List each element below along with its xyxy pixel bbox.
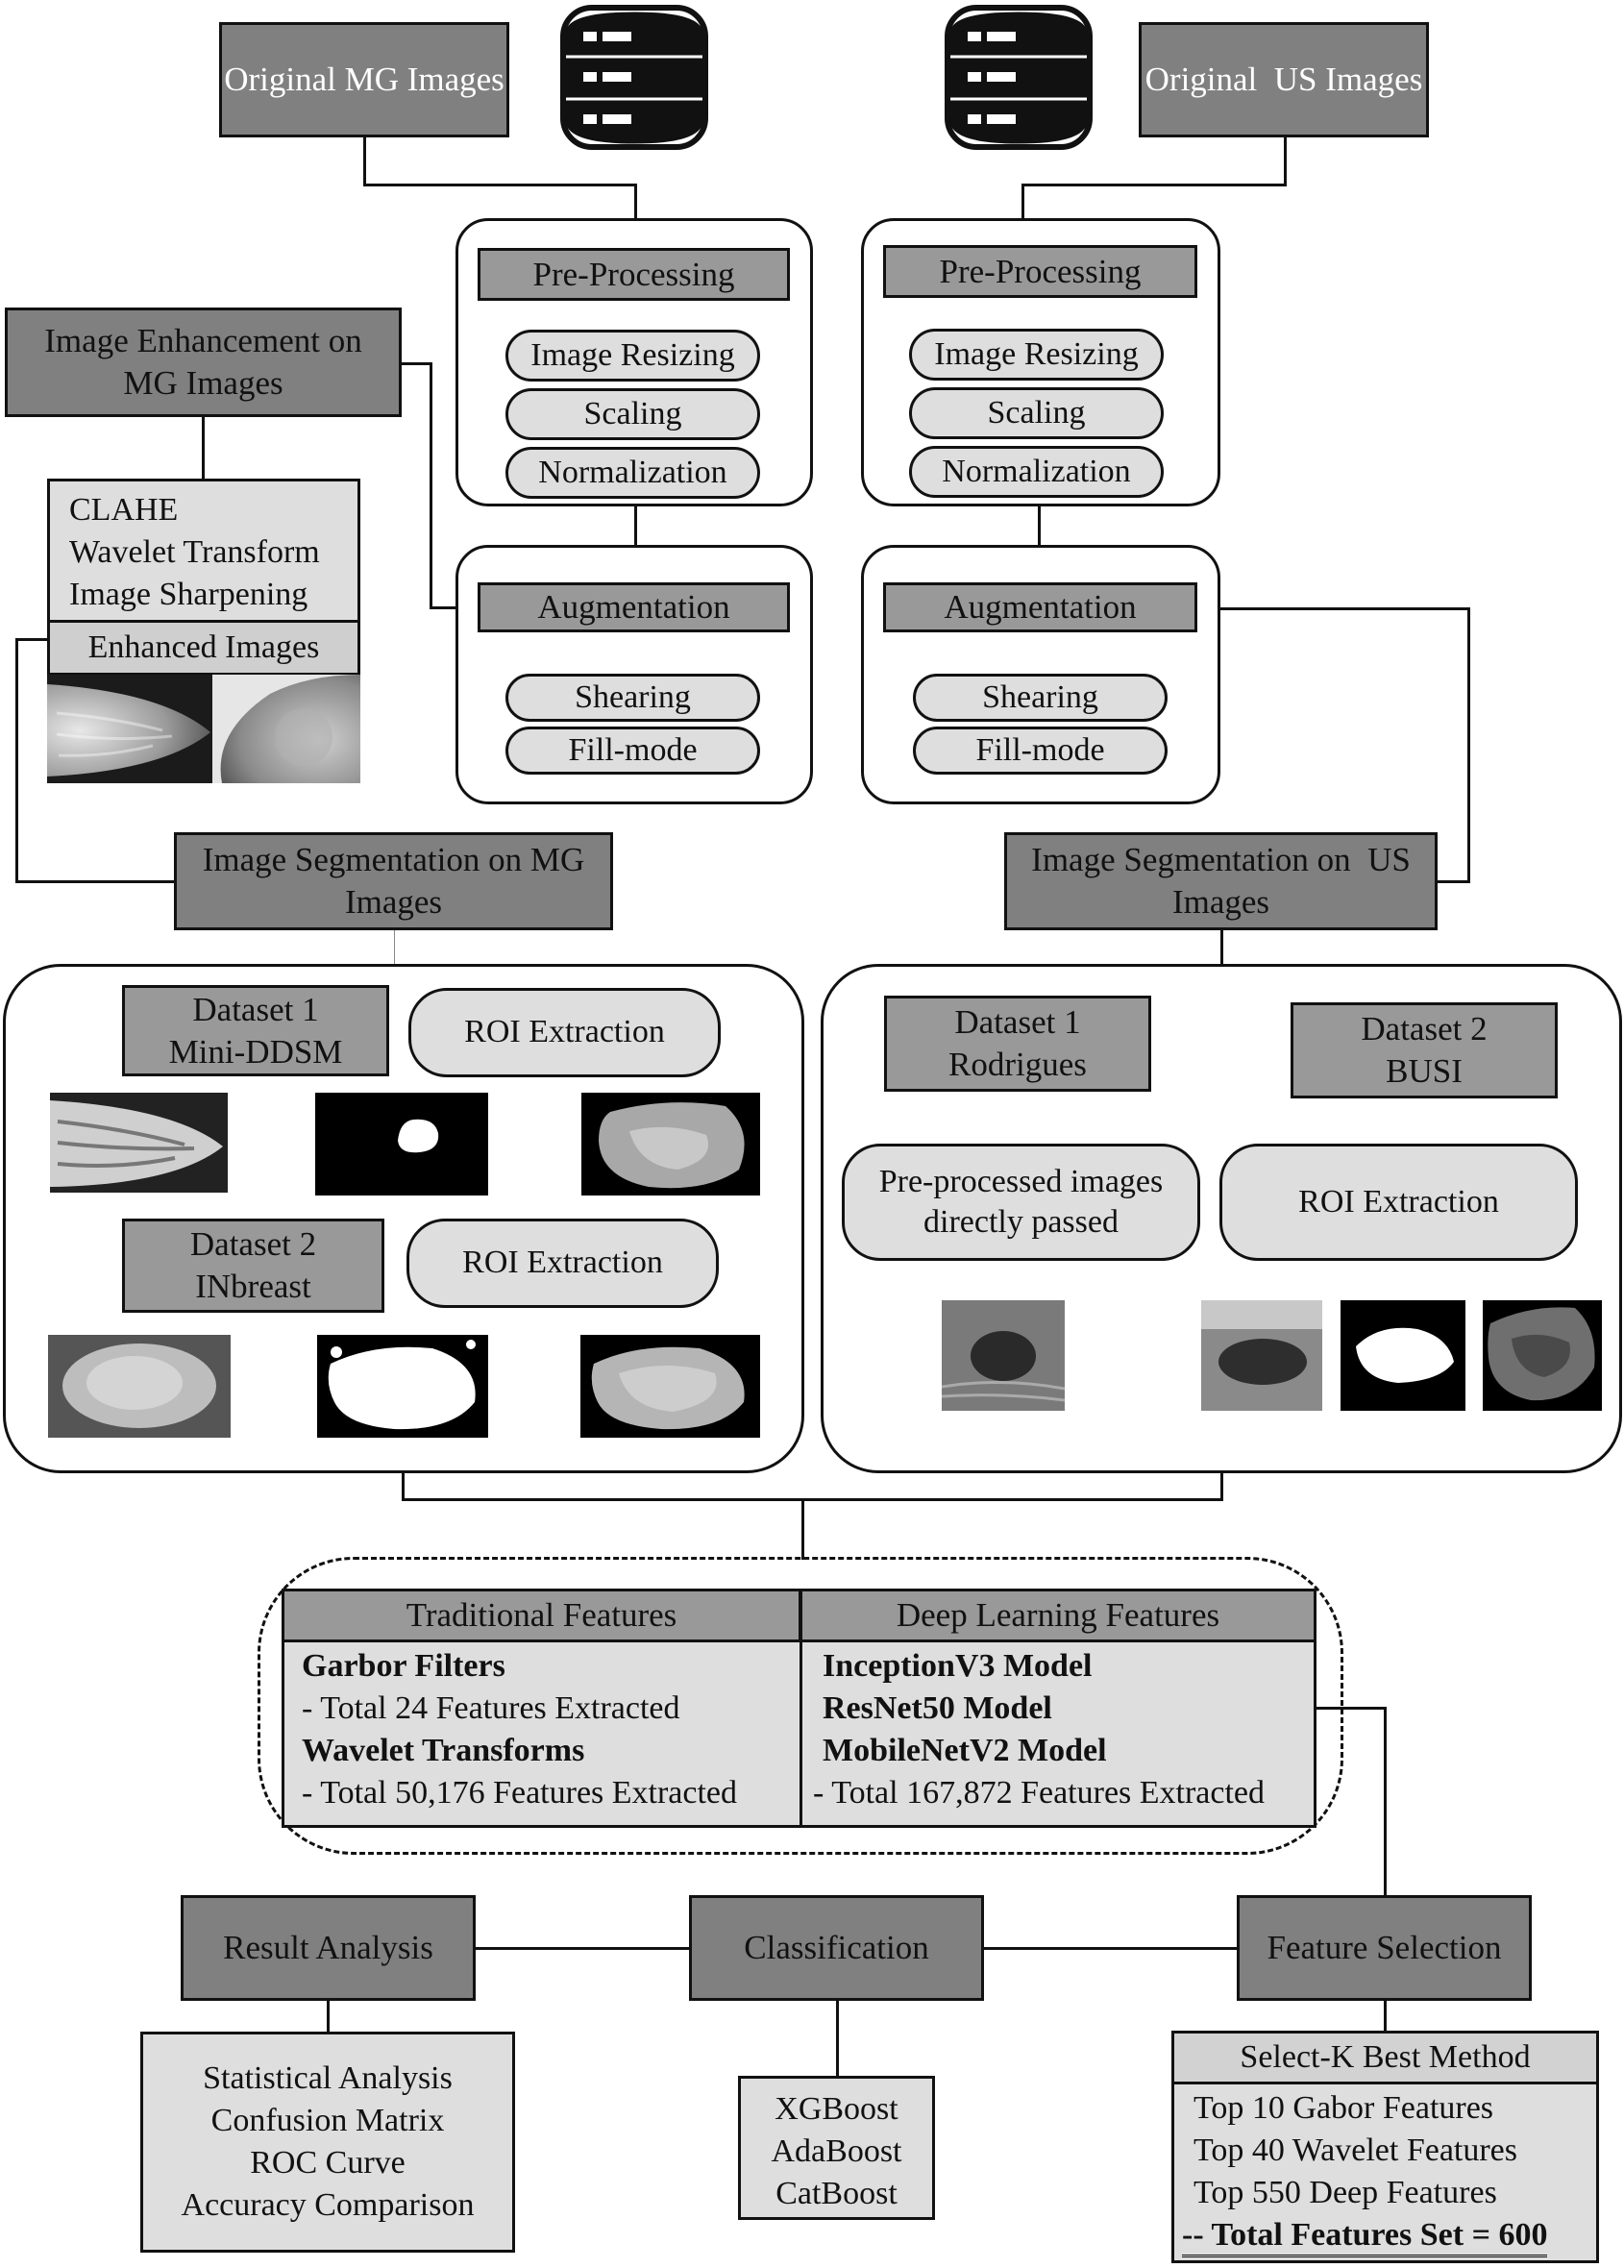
enhancement-methods: CLAHE Wavelet Transform Image Sharpening — [47, 479, 360, 623]
augmentation-title-mg: Augmentation — [478, 582, 790, 632]
segmentation-title-us: Image Segmentation on US Images — [1004, 832, 1438, 930]
source-us-label: Original US Images — [1144, 61, 1423, 99]
mg-dataset-2: Dataset 2 INbreast — [122, 1219, 384, 1313]
enhanced-mg-image-1 — [47, 675, 212, 783]
inbreast-image — [48, 1335, 231, 1438]
adaboost: AdaBoost — [771, 2133, 902, 2169]
step-normalization-us: Normalization — [909, 446, 1164, 498]
features-dashed-border — [258, 1557, 1343, 1855]
busi-image — [1201, 1300, 1322, 1411]
step-fillmode-us: Fill-mode — [913, 727, 1168, 775]
mini-ddsm-image — [50, 1093, 228, 1193]
enhanced-images-label: Enhanced Images — [47, 620, 360, 676]
top-wavelet-features: Top 40 Wavelet Features — [1193, 2132, 1517, 2168]
roi-extraction-mg-2: ROI Extraction — [406, 1219, 719, 1308]
step-scaling-us: Scaling — [909, 387, 1164, 439]
mini-ddsm-roi — [581, 1093, 760, 1196]
source-mg-images: Original MG Images — [219, 22, 509, 137]
mobilenetv2-label: MobileNetV2 Model — [823, 1733, 1107, 1768]
inbreast-roi — [580, 1335, 760, 1438]
method-clahe: CLAHE — [69, 492, 179, 528]
mg-dataset-1: Dataset 1 Mini-DDSM — [122, 985, 389, 1076]
method-wavelet: Wavelet Transform — [69, 534, 320, 571]
roc-curve: ROC Curve — [250, 2145, 406, 2181]
feature-selection-box: Feature Selection — [1237, 1895, 1532, 2001]
inbreast-mask — [317, 1335, 488, 1438]
accuracy-comparison: Accuracy Comparison — [181, 2187, 475, 2223]
step-fillmode-mg: Fill-mode — [505, 727, 760, 775]
statistical-analysis: Statistical Analysis — [203, 2060, 453, 2096]
busi-roi — [1483, 1300, 1602, 1411]
result-analysis-items: Statistical Analysis Confusion Matrix RO… — [140, 2032, 515, 2253]
source-mg-label: Original MG Images — [224, 61, 504, 99]
mini-ddsm-mask — [315, 1093, 488, 1196]
top-deep-features: Top 550 Deep Features — [1193, 2175, 1497, 2210]
selection-items: Top 10 Gabor Features Top 40 Wavelet Fea… — [1182, 2087, 1597, 2260]
preprocessing-title-us: Pre-Processing — [883, 245, 1197, 298]
preprocessing-title-mg: Pre-Processing — [478, 248, 790, 301]
xgboost: XGBoost — [775, 2091, 898, 2127]
selection-method-title: Select-K Best Method — [1171, 2031, 1599, 2084]
augmentation-title-us: Augmentation — [883, 582, 1197, 632]
step-shearing-us: Shearing — [913, 674, 1168, 722]
source-us-images: Original US Images — [1139, 22, 1429, 137]
classifiers-list: XGBoost AdaBoost CatBoost — [738, 2076, 935, 2220]
inceptionv3-label: InceptionV3 Model — [823, 1648, 1093, 1684]
step-scaling-mg: Scaling — [505, 388, 760, 440]
gabor-filters-label: Garbor Filters — [302, 1648, 505, 1684]
step-shearing-mg: Shearing — [505, 674, 760, 722]
deep-count: - Total 167,872 Features Extracted — [813, 1775, 1266, 1811]
enhancement-title: Image Enhancement on MG Images — [5, 308, 402, 417]
us-dataset-1: Dataset 1 Rodrigues — [884, 996, 1151, 1092]
wavelet-transforms-label: Wavelet Transforms — [302, 1733, 585, 1768]
segmentation-title-mg: Image Segmentation on MG Images — [174, 832, 613, 930]
database-icon — [560, 5, 708, 150]
classification-box: Classification — [689, 1895, 984, 2001]
step-normalization-mg: Normalization — [505, 447, 760, 499]
gabor-count: - Total 24 Features Extracted — [302, 1690, 680, 1726]
confusion-matrix: Confusion Matrix — [210, 2103, 445, 2138]
database-icon — [945, 5, 1093, 150]
top-gabor-features: Top 10 Gabor Features — [1193, 2090, 1494, 2126]
deep-features-header: Deep Learning Features — [800, 1589, 1316, 1642]
roi-extraction-us: ROI Extraction — [1219, 1144, 1578, 1261]
enhanced-mg-image-2 — [212, 675, 360, 783]
us-dataset-2: Dataset 2 BUSI — [1291, 1002, 1558, 1098]
step-image-resizing-us: Image Resizing — [909, 329, 1164, 381]
preprocessed-images-passed: Pre-processed images directly passed — [842, 1144, 1200, 1261]
deep-features-list: InceptionV3 Model ResNet50 Model MobileN… — [813, 1645, 1313, 1828]
traditional-features-list: Garbor Filters - Total 24 Features Extra… — [302, 1645, 801, 1828]
method-sharpening: Image Sharpening — [69, 577, 308, 613]
roi-extraction-mg-1: ROI Extraction — [408, 988, 721, 1077]
rodrigues-image — [942, 1300, 1065, 1411]
wavelet-count: - Total 50,176 Features Extracted — [302, 1775, 738, 1811]
result-analysis-box: Result Analysis — [181, 1895, 476, 2001]
step-image-resizing-mg: Image Resizing — [505, 330, 760, 382]
busi-mask — [1341, 1300, 1465, 1411]
total-features-set: -- Total Features Set = 600 — [1182, 2216, 1548, 2257]
traditional-features-header: Traditional Features — [282, 1589, 801, 1642]
catboost: CatBoost — [775, 2176, 898, 2211]
resnet50-label: ResNet50 Model — [823, 1690, 1052, 1726]
